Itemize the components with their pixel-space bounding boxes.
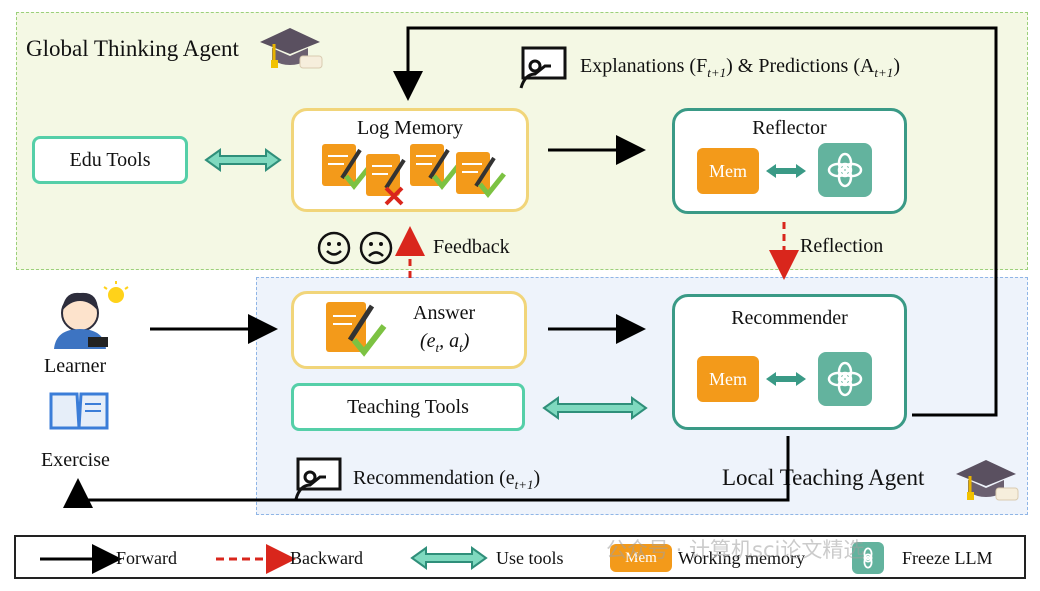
legend-working-memory-label: Working memory xyxy=(678,548,806,568)
recommender-mem: Mem xyxy=(697,356,759,402)
legend-forward-swatch xyxy=(40,544,122,574)
legend-backward-swatch xyxy=(216,544,296,574)
teaching-tools-box: Teaching Tools xyxy=(291,383,525,431)
edu-tools-box: Edu Tools xyxy=(32,136,188,184)
feedback-label: Feedback xyxy=(433,236,510,258)
recommender-mem-llm-arrow xyxy=(766,372,806,386)
teaching-tools-arrow xyxy=(542,396,648,420)
legend-backward-label: Backward xyxy=(290,548,363,568)
recommender-label: Recommender xyxy=(731,307,848,329)
recommender-llm-icon xyxy=(818,352,872,406)
reflector-mem: Mem xyxy=(697,148,759,194)
local-agent-title: Local Teaching Agent xyxy=(722,465,925,490)
watermark: 公众号 · 计算机sci论文精选 xyxy=(606,538,865,562)
recommender-to-exercise-arrow xyxy=(63,436,790,508)
reflector-llm-icon xyxy=(818,143,872,197)
legend-freeze-llm-label: Freeze LLM xyxy=(902,548,993,568)
legend-llm-icon xyxy=(852,542,884,574)
legend-mem-swatch: Mem xyxy=(610,544,672,572)
legend: Forward Backward Use tools Mem Working m… xyxy=(14,535,1026,579)
teaching-tools-label: Teaching Tools xyxy=(347,396,469,418)
reflection-label: Reflection xyxy=(800,235,884,257)
answer-math: (et, at) xyxy=(420,330,470,355)
answer-label: Answer xyxy=(413,302,476,324)
log-documents-icon xyxy=(322,144,506,206)
learner-label: Learner xyxy=(44,355,107,377)
recommendation-label: Recommendation (et+1) xyxy=(353,467,541,492)
reflector-mem-llm-arrow xyxy=(766,164,806,178)
exercise-label: Exercise xyxy=(41,449,110,471)
explanations-label: Explanations (Ft+1) & Predictions (At+1) xyxy=(580,55,900,80)
legend-forward-label: Forward xyxy=(116,548,177,568)
global-agent-title: Global Thinking Agent xyxy=(26,36,239,61)
edu-tools-label: Edu Tools xyxy=(69,149,151,171)
recommender-to-logmem-arrow xyxy=(393,26,998,417)
learner-icon xyxy=(54,281,129,349)
explanation-board-icon xyxy=(519,46,567,89)
answer-document-icon xyxy=(326,302,387,357)
legend-use-tools-swatch xyxy=(410,546,488,570)
log-memory-label: Log Memory xyxy=(356,117,464,139)
legend-use-tools-label: Use tools xyxy=(496,548,564,568)
graduation-cap-icon xyxy=(260,28,323,69)
graduation-cap-icon-local xyxy=(956,460,1019,501)
exercise-book-icon xyxy=(49,392,109,430)
reflector-label: Reflector xyxy=(752,117,827,139)
smile-frown-icon xyxy=(317,231,393,265)
edu-tools-arrow xyxy=(204,148,282,172)
recommendation-board-icon xyxy=(294,457,342,500)
